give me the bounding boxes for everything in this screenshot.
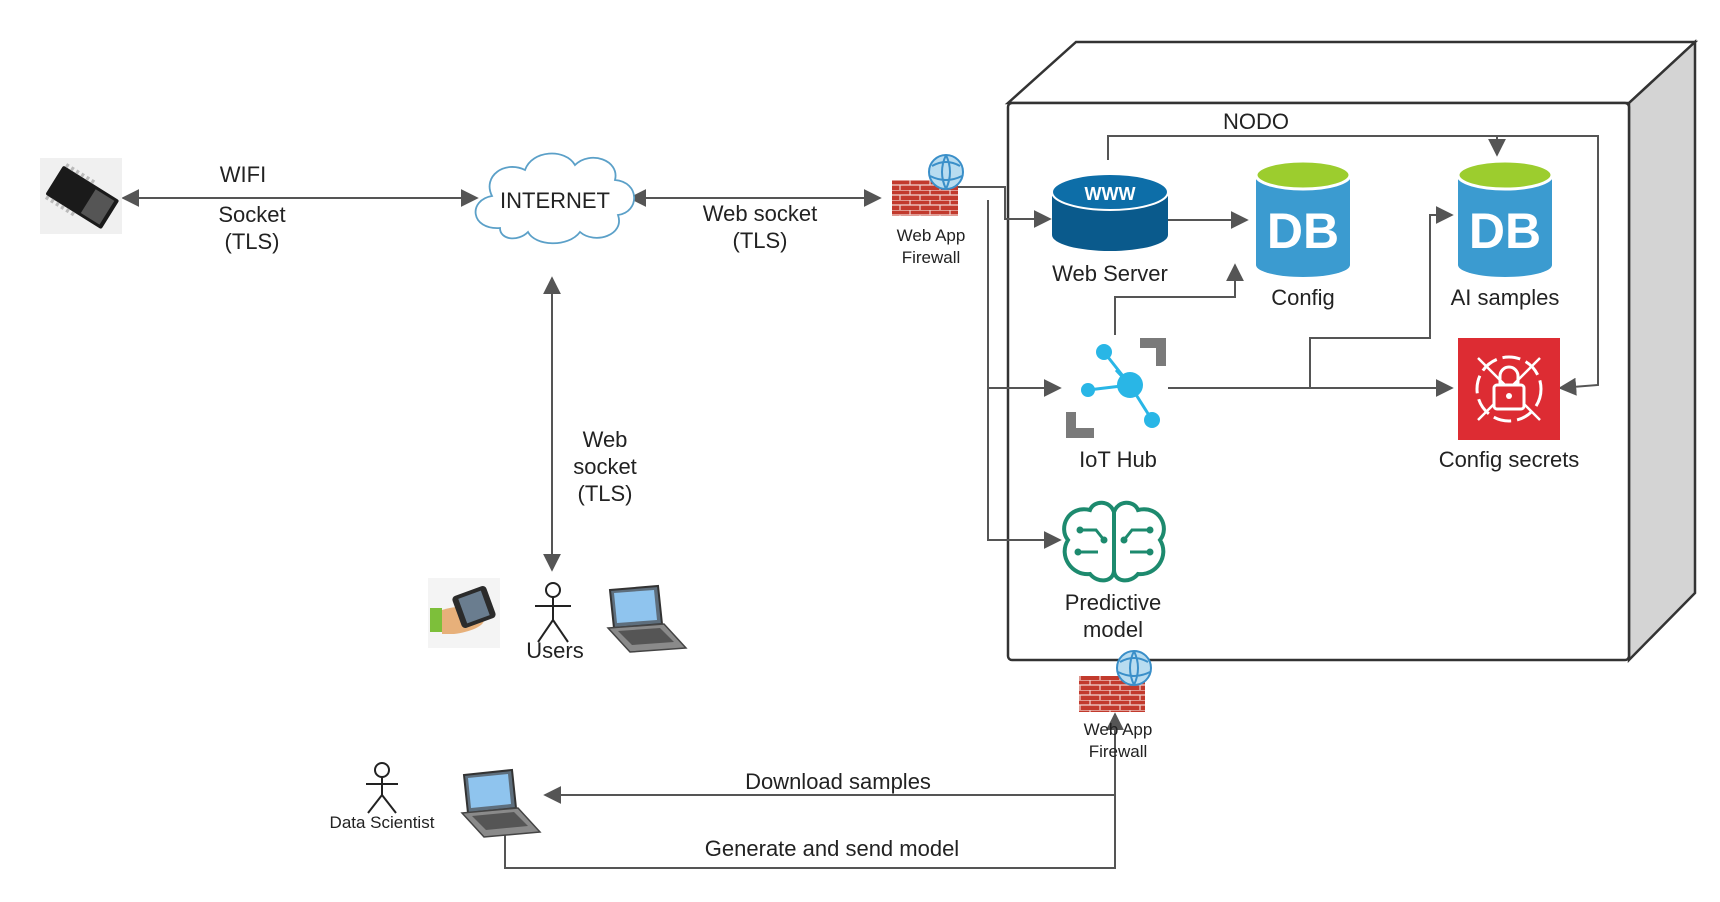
waf-bottom-label-line1: Web App [1084, 720, 1153, 739]
edge-waf-predictive [987, 388, 1062, 549]
container-title: NODO [1223, 109, 1289, 134]
socket-label-line1: Socket [218, 202, 285, 227]
connections [121, 135, 1599, 869]
websocket-label-line1: Web socket [703, 201, 818, 226]
laptop-icon-users [606, 584, 688, 653]
users-ws-label-line2: socket [573, 454, 637, 479]
edge-waf-webserver [950, 186, 1052, 228]
edge-webserver-secrets [1107, 135, 1599, 396]
wifi-label: WIFI [220, 162, 266, 187]
config-label: Config [1271, 285, 1335, 310]
data-scientist-label: Data Scientist [330, 813, 435, 832]
firewall-icon-bottom [1079, 650, 1152, 712]
database-icon-config: DB [1254, 159, 1352, 277]
generate-model-label: Generate and send model [705, 836, 959, 861]
predictive-label-line2: model [1083, 617, 1143, 642]
container-side-face [1627, 39, 1697, 664]
download-samples-label: Download samples [745, 769, 931, 794]
users-ws-label-line1: Web [583, 427, 628, 452]
waf-top-label-line1: Web App [897, 226, 966, 245]
websocket-label-line2: (TLS) [733, 228, 788, 253]
brain-circuit-icon [1062, 500, 1166, 583]
firewall-icon [892, 154, 964, 216]
db-text-ai-samples: DB [1469, 203, 1541, 259]
edge-iothub-aisamples [1309, 206, 1454, 388]
esp32-board-icon [40, 158, 122, 234]
internet-label: INTERNET [500, 188, 610, 213]
laptop-icon-data-scientist [460, 768, 542, 838]
key-vault-icon [1458, 338, 1560, 440]
predictive-label-line1: Predictive [1065, 590, 1162, 615]
users-ws-label-line3: (TLS) [578, 481, 633, 506]
stick-figure-icon-users [535, 582, 571, 643]
container-top-face [1004, 40, 1699, 105]
edge-iothub-config [1114, 263, 1244, 335]
www-server-icon: WWW [1051, 173, 1169, 251]
config-secrets-label: Config secrets [1439, 447, 1580, 472]
socket-label-line2: (TLS) [225, 229, 280, 254]
stick-figure-icon-data-scientist [366, 762, 398, 814]
cloud-icon [474, 152, 635, 245]
iot-hub-label: IoT Hub [1079, 447, 1157, 472]
ai-samples-label: AI samples [1451, 285, 1560, 310]
database-icon-ai-samples: DB [1456, 159, 1554, 277]
web-server-label: Web Server [1052, 261, 1168, 286]
www-text: WWW [1085, 184, 1136, 204]
users-label: Users [526, 638, 583, 663]
waf-bottom-label-line2: Firewall [1089, 742, 1148, 761]
db-text-config: DB [1267, 203, 1339, 259]
smartphone-icon [428, 578, 500, 648]
iot-hub-icon [1066, 338, 1166, 438]
waf-top-label-line2: Firewall [902, 248, 961, 267]
edge-generate-model [504, 712, 1124, 869]
